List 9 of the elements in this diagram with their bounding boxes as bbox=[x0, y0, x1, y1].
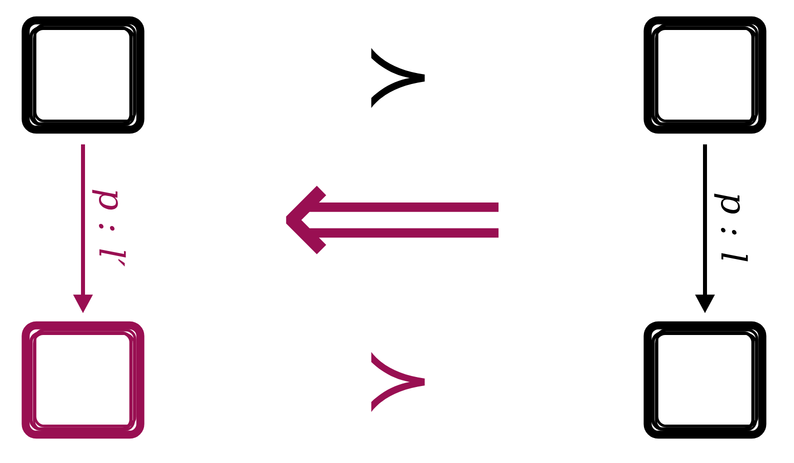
sketch-box bbox=[22, 321, 144, 439]
sketch-box bbox=[22, 16, 144, 134]
edge-label: p : l′ bbox=[92, 190, 126, 267]
relation-symbol: ≻ bbox=[371, 48, 425, 108]
edge-label: p : l bbox=[714, 194, 748, 262]
sketch-box bbox=[644, 321, 766, 439]
relation-symbol: ⟸ bbox=[286, 186, 499, 254]
relation-symbol: ≻ bbox=[371, 352, 425, 412]
sketch-box bbox=[644, 16, 766, 134]
